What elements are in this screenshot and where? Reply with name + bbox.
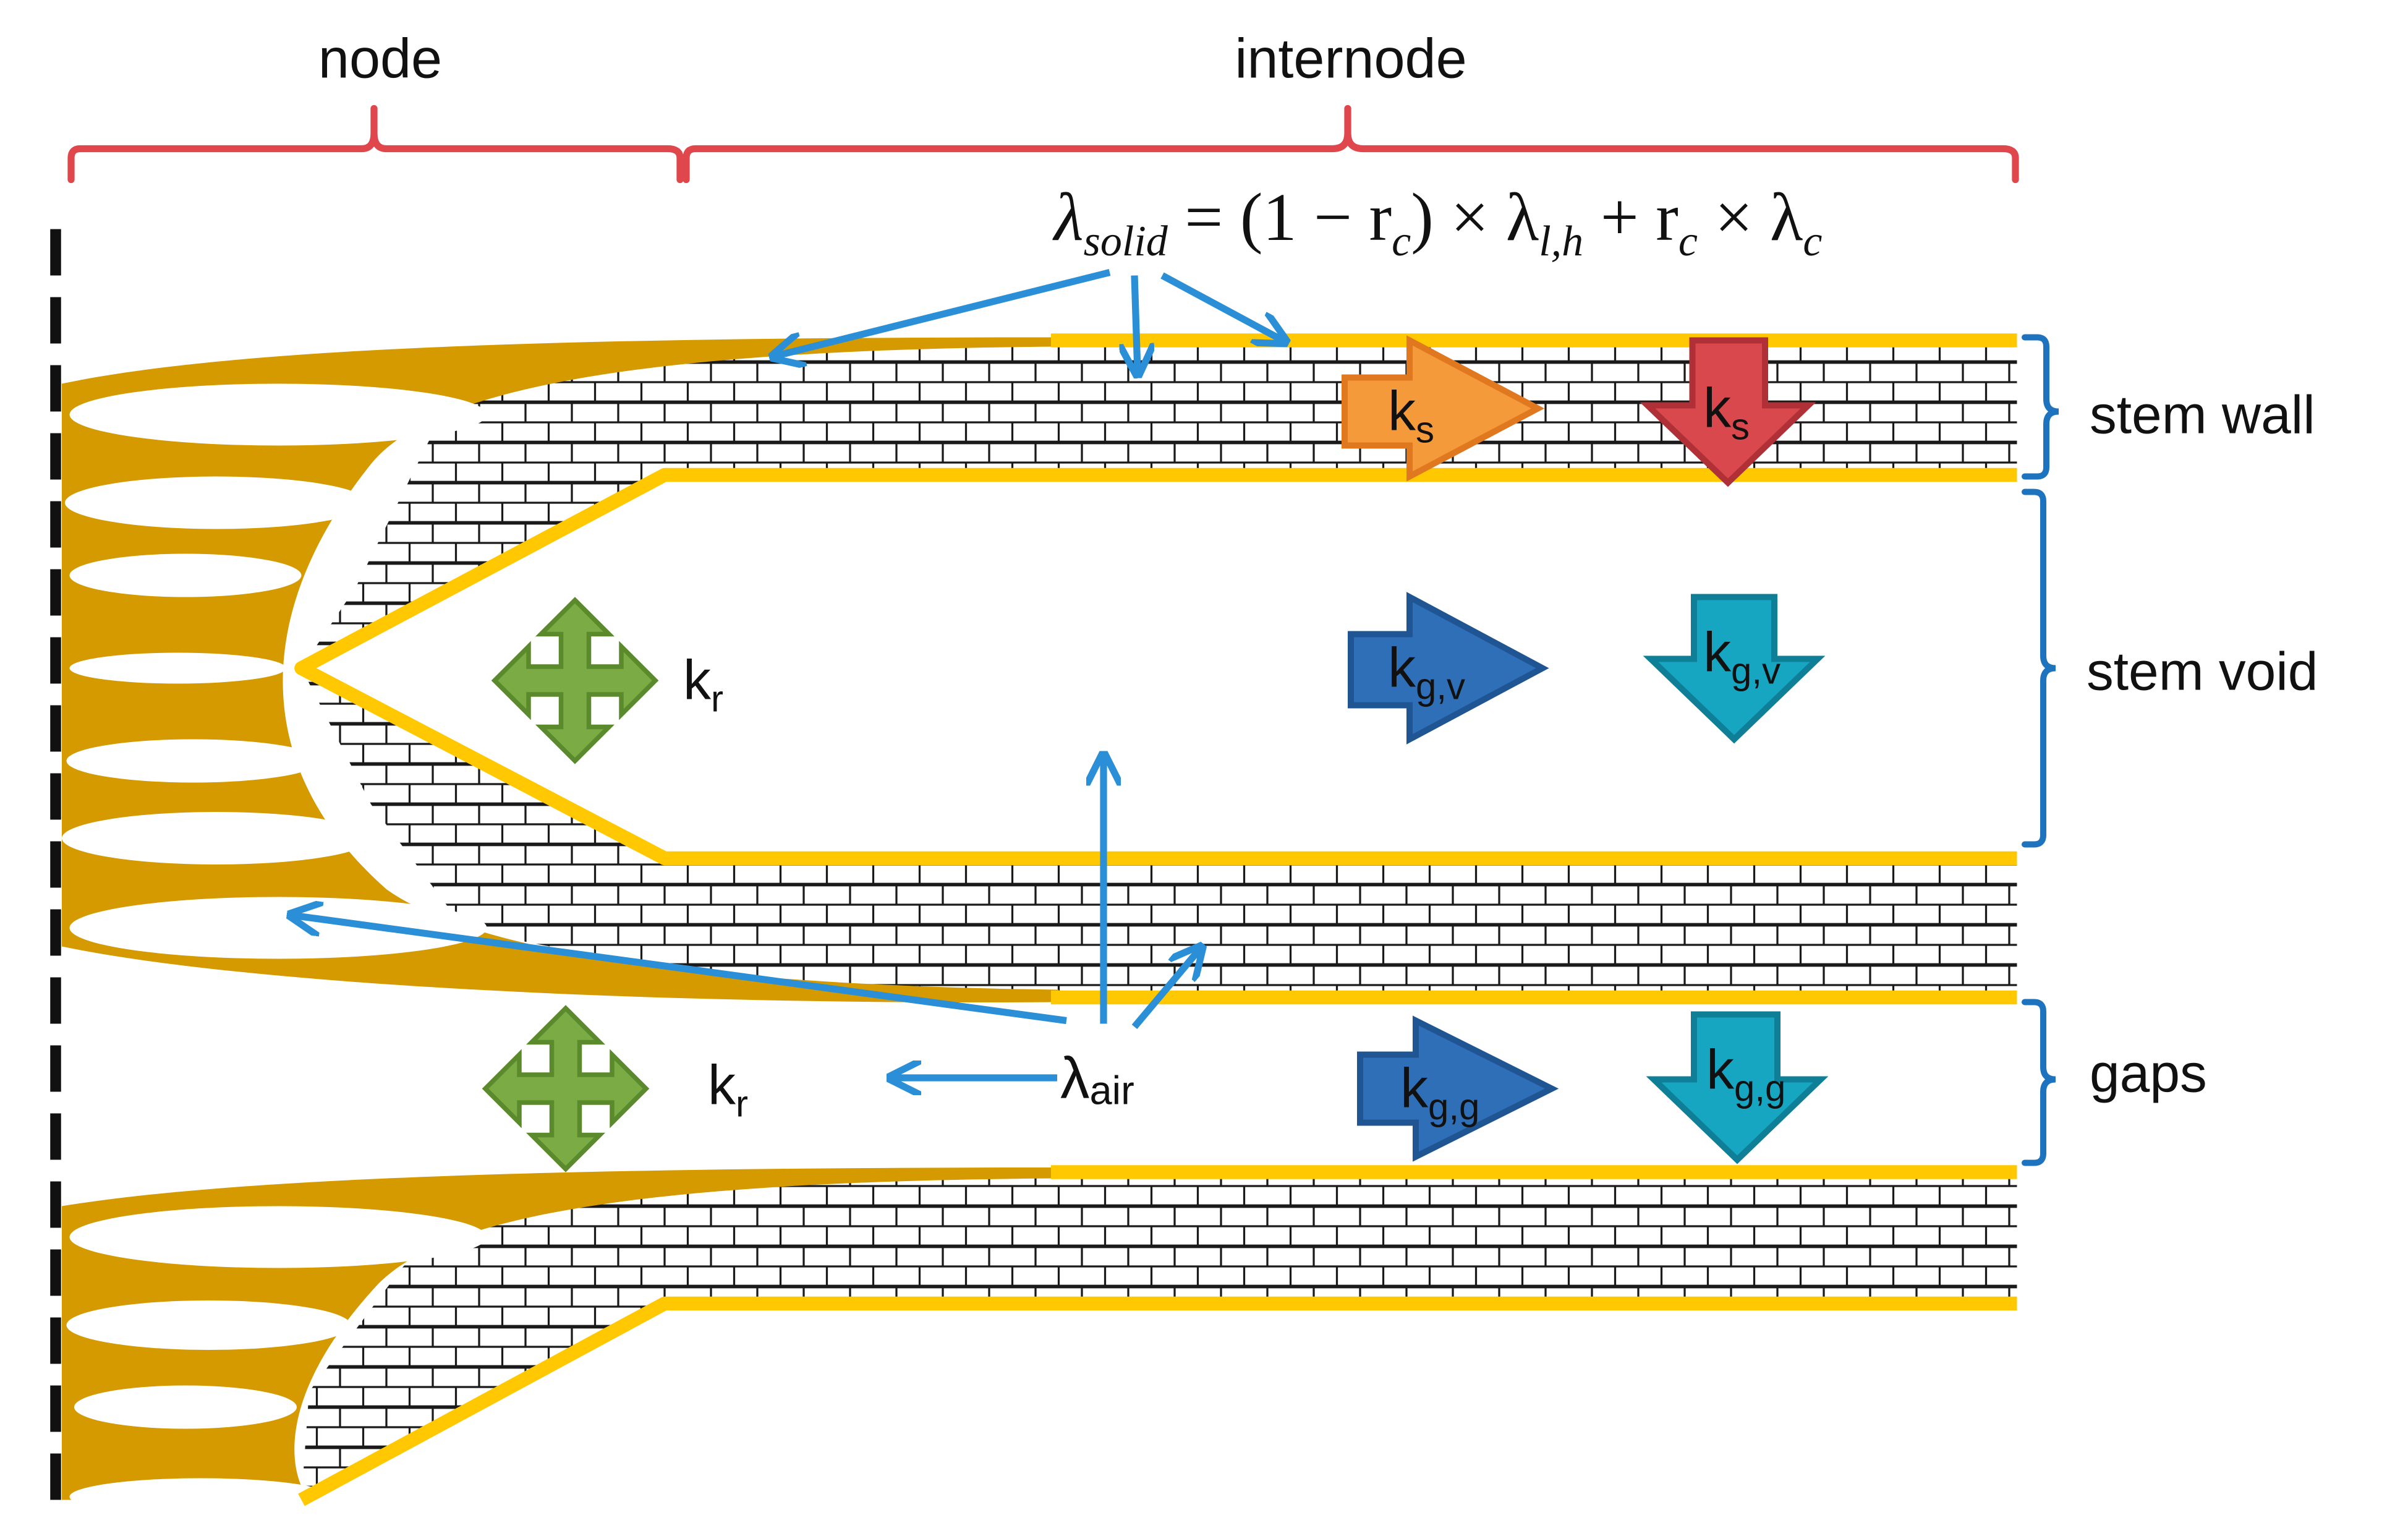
eq-sub-c1: c xyxy=(1392,218,1411,265)
eq-part-3: + r xyxy=(1583,179,1678,255)
k-r-label-upper: kr xyxy=(683,650,723,720)
stem-void-bracket xyxy=(2022,489,2056,848)
stem-wall-bracket xyxy=(2022,334,2059,480)
node-holes xyxy=(62,383,487,1516)
eq-part-2: ) × λ xyxy=(1411,179,1539,255)
internode-bracket xyxy=(683,105,2019,184)
stem-wall-label: stem wall xyxy=(2090,385,2315,445)
eq-sub-lh: l,h xyxy=(1539,218,1583,265)
node-bracket xyxy=(67,105,684,184)
lambda-air-symbol: λ xyxy=(1060,1046,1090,1111)
top-brackets xyxy=(67,105,2019,184)
k-r-label-lower: kr xyxy=(708,1055,748,1125)
k-gg-right-arrow xyxy=(1357,1015,1559,1162)
gaps-bracket xyxy=(2022,999,2056,1166)
solid-arrow-right xyxy=(1160,272,1283,341)
void-boundary-line xyxy=(294,467,2017,866)
k-gg-label-2: kg,g xyxy=(1706,1039,1785,1109)
node-tissue xyxy=(62,337,1059,1516)
k-gg-down-arrow xyxy=(1646,1011,1829,1164)
four-way-arrow-icon xyxy=(491,597,659,764)
stem-void-label: stem void xyxy=(2087,641,2318,702)
air-arrow-node xyxy=(294,916,1067,1025)
air-arrow-diagonal xyxy=(1131,950,1199,1030)
k-s-label-2: ks xyxy=(1703,378,1750,448)
right-brackets xyxy=(2022,334,2059,1166)
k-s-label-1: ks xyxy=(1388,381,1434,451)
top-wall-bricks xyxy=(301,340,2017,668)
k-s-down-arrow xyxy=(1640,337,1816,487)
k-gv-label-2: kg,v xyxy=(1703,622,1780,692)
lambda-air-label: λair xyxy=(1060,1046,1134,1113)
node-label: node xyxy=(318,28,442,90)
conduction-arrows xyxy=(294,269,1283,1078)
radiation-cross-upper xyxy=(491,597,659,764)
solid-conductivity-equation: λsolid = (1 − rc) × λl,h + rc × λc xyxy=(1052,179,1822,265)
internode-label: internode xyxy=(1235,28,1466,90)
k-gg-label-1: kg,g xyxy=(1400,1058,1479,1128)
eq-sub-c2: c xyxy=(1678,218,1698,265)
eq-sub-solid: solid xyxy=(1084,218,1168,265)
yellow-boundaries xyxy=(294,333,2017,1506)
middle-wall-bricks xyxy=(301,668,2017,997)
eq-part-4: × λ xyxy=(1698,179,1803,255)
bottom-inner-line xyxy=(298,1296,2017,1506)
solid-arrow-left xyxy=(776,269,1111,356)
solid-arrow-down xyxy=(1134,275,1138,372)
eq-sub-c3: c xyxy=(1803,218,1822,265)
k-gv-right-arrow xyxy=(1348,592,1549,745)
eq-lambda: λ xyxy=(1052,179,1084,255)
four-way-arrow-icon xyxy=(482,1005,650,1172)
gaps-label: gaps xyxy=(2090,1043,2207,1104)
radiation-cross-lower xyxy=(482,1005,650,1172)
eq-part-1: = (1 − r xyxy=(1168,179,1392,255)
lambda-air-sub: air xyxy=(1090,1068,1134,1113)
k-gv-down-arrow xyxy=(1643,594,1826,744)
k-s-right-arrow xyxy=(1342,335,1545,482)
k-gv-label-1: kg,v xyxy=(1388,638,1465,707)
brick-tissue xyxy=(301,340,2017,1500)
bottom-wall-bricks xyxy=(301,1172,2017,1500)
